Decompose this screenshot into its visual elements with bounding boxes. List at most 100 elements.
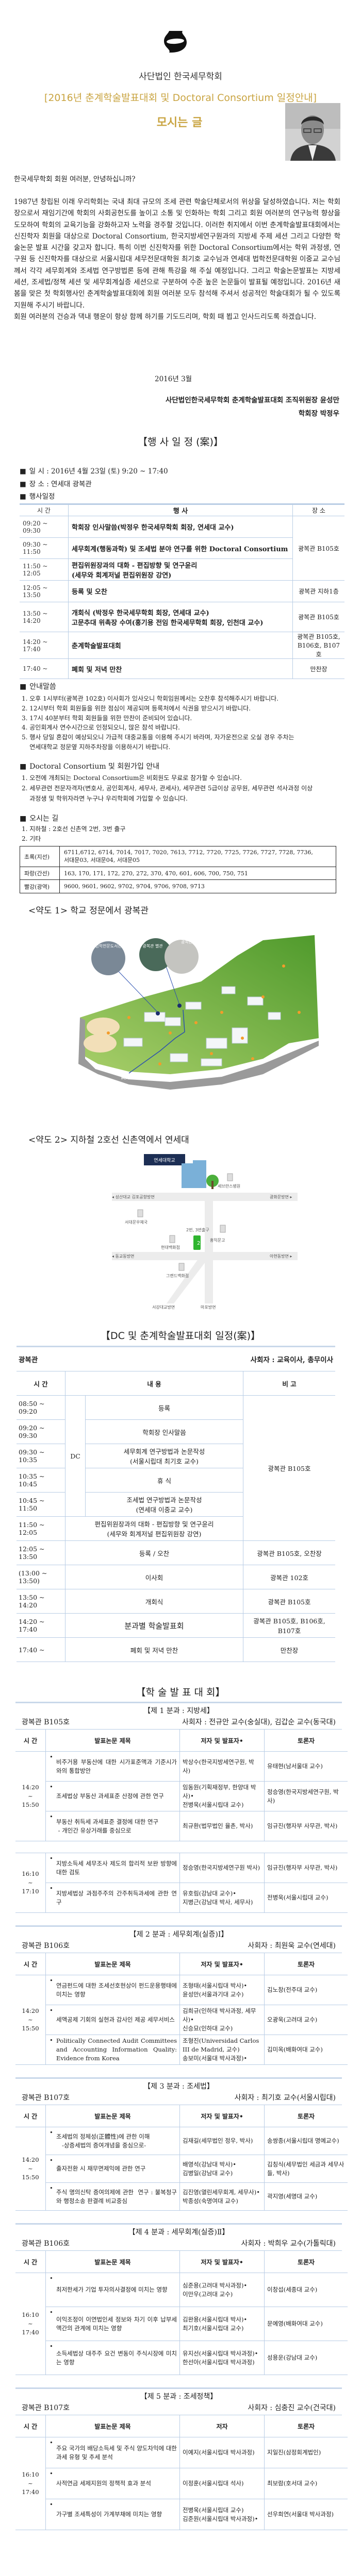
column-header: 토론자	[264, 1730, 348, 1752]
map2-label-sogang: 서강대교방면	[152, 1304, 175, 1310]
event-text: 등록 및 오찬	[72, 588, 107, 596]
place-text: 만찬장	[310, 665, 327, 673]
discussant: 김노창(전주대 교수)	[267, 1986, 318, 1993]
document-title: [2016년 춘계학술발표대회 및 Doctoral Consortium 일정…	[44, 92, 317, 104]
discussant: 정승영(한국지방세연구원, 박사)	[267, 1788, 339, 1804]
content-cell: 편집위원장과의 대화 - 편집방향 및 연구윤리(세무와 회계저널 편집위원장 …	[65, 1516, 243, 1541]
place-text: 광복관 B105호	[298, 614, 339, 621]
paper-authors: 김진영(열린세무회계, 세무사)•박종성(숙명여대 교수)	[179, 2182, 265, 2211]
content-text: 세무회계 연구방법과 논문작성	[123, 1448, 205, 1455]
content-text: 학회장 인사말씀	[142, 1428, 186, 1436]
author: 박종성(숙명여대 교수)	[183, 2197, 238, 2205]
content-cell: 분과별 학술발표회	[65, 1613, 243, 1638]
time-cell: 08:50 ~ 09:20	[17, 1395, 65, 1420]
time-cell: 13:50 ~ 14:20	[17, 1589, 65, 1614]
event-text: 춘계학술발표대회	[72, 642, 121, 650]
paper-row: 16:10~17:40주요 국가의 배당소득세 및 주식 양도차익에 대한 과세…	[15, 2437, 348, 2530]
map2-label-west-top: ◂ 성산대교 김포공항방면	[112, 1194, 155, 1199]
list-item: 3. 17시 40분부터 학회 회원들을 위한 만찬이 준비되어 있습니다.	[22, 714, 192, 722]
letter-paragraph: 1987년 창립된 이래 우리학회는 국내 최대 규모의 조세 관련 학술단체로…	[14, 198, 340, 310]
column-header: 시 간	[15, 2105, 46, 2127]
letter-body: 1987년 창립된 이래 우리학회는 국내 최대 규모의 조세 관련 학술단체로…	[14, 196, 340, 323]
content-cell: 세무회계 연구방법과 논문작성(서울시립대 최기호 교수)	[85, 1444, 243, 1468]
notices-title: 안내말씀	[20, 681, 56, 691]
place-cell: 광복관 B105호,B106호, B107호	[292, 632, 344, 659]
column-header: 토론자	[264, 1953, 348, 1975]
paper-title: 지방소득세 세무조사 제도의 합리적 보완 방향에 대한 검토	[45, 1853, 180, 1883]
note-cell: 만찬장	[243, 1637, 335, 1662]
paper-title: 가구별 조세특성이 가계부채에 미치는 영향	[45, 2499, 180, 2530]
signature-chair: 사단법인한국세무학회 춘계학술발표대회 조직위원장 윤성만	[165, 396, 339, 404]
discussant: 임규진(행자부 사무관, 박사)	[267, 1822, 338, 1829]
discussant: 송쌍종(서울시립대 명예교수)	[267, 2137, 339, 2144]
map1-caption: <약도 1> 학교 정문에서 광복관	[28, 906, 149, 916]
paper-row: 14:20~15:50 연금펀드에 대한 조세선호현상이 펀드운용행태에 미치는 …	[15, 1975, 348, 2065]
content-cell: 폐회 및 저녁 만찬	[65, 1637, 243, 1662]
time-cell: 11:50 ~ 12:05	[17, 1516, 65, 1541]
bus-routes-text: 6711,6712, 6714, 7014, 7017, 7020, 7613,…	[64, 849, 313, 856]
paper-title-line: 주요 국가의 배당소득세 및 주식 양도차익에 대한 과세 유형 및 추세 분석	[56, 2444, 179, 2461]
list-item: 1. 오후 1시부터(광복관 102호) 이사회가 있사오니 학회임원께서는 오…	[22, 695, 278, 702]
column-header: 시 간	[17, 1371, 65, 1396]
time-cell: 12:05 ~ 13:50	[20, 580, 69, 602]
author: 박상수(한국지방세연구원, 박사)	[183, 1758, 254, 1774]
bus-routes: 163, 170, 171, 172, 270, 272, 370, 470, …	[59, 867, 336, 880]
membership-title: Doctoral Consortium 및 회원가입 안내	[20, 761, 159, 771]
list-item: 2. 세무관련 전문자격자(변호사, 공인회계사, 세무사, 관세사), 세무관…	[22, 785, 313, 792]
paper-title-line: 가구별 조세특성이 가계부채에 미치는 영향	[56, 2511, 162, 2518]
paper-title: 세액공제 기회의 실현과 감사인 제공 세무서비스	[45, 2005, 180, 2035]
author: 전병욱(서울시립대 교수)	[183, 2506, 244, 2514]
paper-title: 이익조정이 이연법인세 정보와 차기 이후 납부세액간의 관계에 미치는 영향	[45, 2307, 180, 2341]
paper-title: 사적연금 세제지원의 정책적 효과 분석	[45, 2468, 180, 2499]
time-text: 14:20	[22, 2156, 39, 2163]
map2-label-hyundai: 현대백화점	[161, 1245, 180, 1250]
author: 신승묘(인하대 교수)	[183, 2025, 233, 2032]
paper-authors: 유지선(서울시립대 박사과정)•한선아(서울시립대 박사과정)	[179, 2341, 265, 2375]
bus-routes-text-2: 서대문03, 서대문04, 서대문05	[64, 857, 140, 863]
paper-authors: 김재길(세무법인 정우, 박사)	[179, 2127, 265, 2155]
discussant: 김미옥(배화여대 교수)	[267, 2046, 323, 2053]
column-header: 토론자	[264, 2105, 348, 2127]
author: 유지선(서울시립대 박사과정)•	[183, 2349, 258, 2357]
paper-title-line: 부동산 취득세 과세표준 결정에 대한 연구	[56, 1818, 159, 1825]
paper-title: 최저한세가 기업 투자의사결정에 미치는 영향	[45, 2273, 180, 2307]
column-header: 저자 및 발표자•	[179, 1730, 265, 1752]
session-room: 광복관 B106호	[22, 2240, 70, 2248]
content-cell: 학회장 인사말씀	[85, 1419, 243, 1444]
column-header: 토론자	[264, 2251, 348, 2273]
content-cell: 등록	[85, 1395, 243, 1420]
list-item: 2. 기타	[22, 835, 41, 842]
time-cell: 16:10~17:10	[15, 1853, 46, 1913]
paper-title: 소득세법상 대주주 요건 변동이 주식시장에 미치는 영향	[45, 2341, 180, 2375]
column-header: 저자 및 발표자•	[179, 1953, 265, 1975]
time-cell: 14:20~15:50	[15, 1975, 46, 2065]
paper-title: Politically Connected Audit Committees a…	[45, 2035, 180, 2065]
time-cell: (13:00 ~ 13:50)	[17, 1565, 65, 1589]
author: 김진영(열린세무회계, 세무사)•	[183, 2188, 260, 2196]
bus-routes: 6711,6712, 6714, 7014, 7017, 7020, 7613,…	[59, 846, 336, 867]
paper-title: 출자전환 시 채무면제익에 관한 연구	[45, 2155, 180, 2183]
dc-moderator: 사회자 : 교육이사, 총무이사	[85, 1346, 335, 1371]
paper-title-line: 사적연금 세제지원의 정책적 효과 분석	[56, 2480, 151, 2487]
subway-line-2-icon: 2	[197, 1241, 200, 1246]
time-cell: 12:05 ~ 13:50	[17, 1540, 65, 1565]
paper-title-line: 세액공제 기회의 실현과 감사인 제공 세무서비스	[56, 2016, 175, 2023]
discussant: 최보람(호서대 교수)	[267, 2480, 318, 2487]
column-header: 시 간	[15, 1730, 46, 1752]
event-datetime: 일 시 : 2016년 4월 23일 (토) 9:20 ~ 17:40	[20, 465, 168, 476]
bus-type: 빨강(광역)	[20, 879, 60, 893]
discussant: 김칭식(세무법인 세금과 세무사들, 박사)	[267, 2160, 344, 2177]
event-cell: 개회식 (박정우 한국세무학회 회장, 연세대 교수)고문추대 위촉장 수여(홍…	[68, 602, 293, 632]
paper-title-line: 연금펀드에 대한 조세선호현상이 펀드운용행태에 미치는 영향	[56, 1981, 179, 1998]
